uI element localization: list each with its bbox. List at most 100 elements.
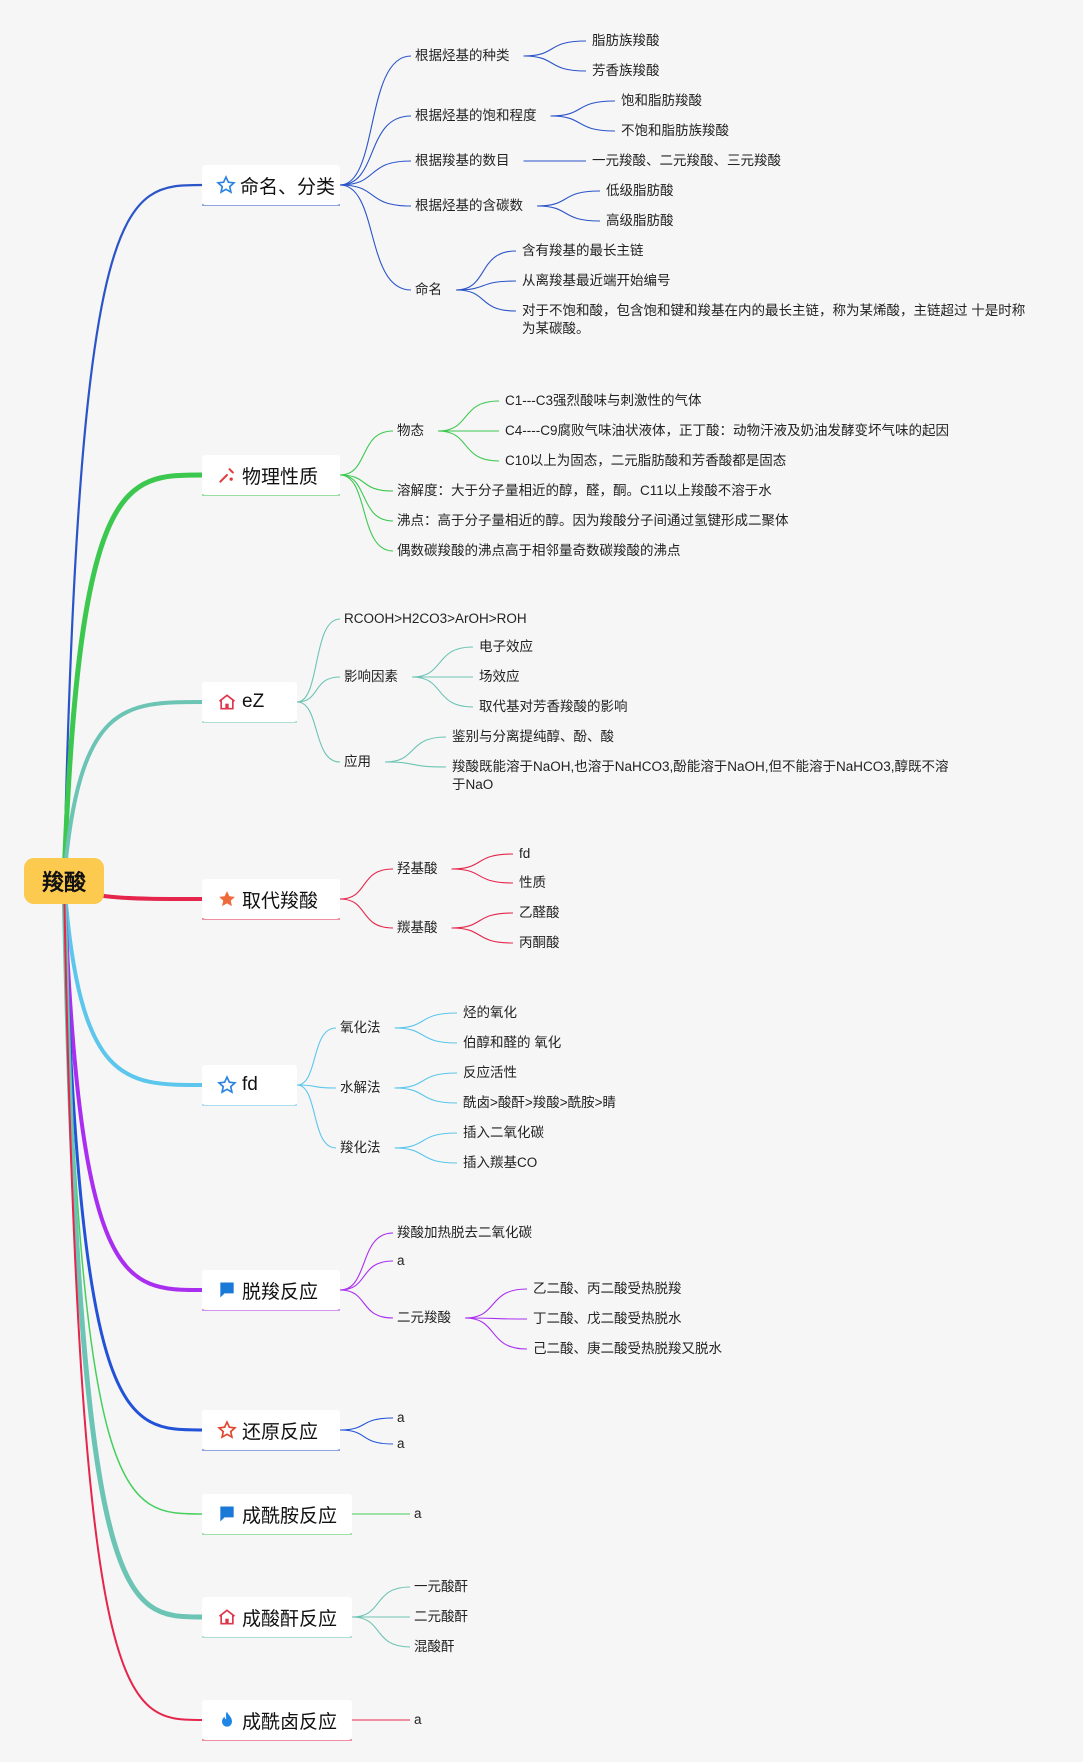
topic-node[interactable]: 从离羧基最近端开始编号 xyxy=(522,273,671,288)
topic-node[interactable]: 根据烃基的含碳数 xyxy=(415,198,523,213)
topic-node[interactable]: 乙醛酸 xyxy=(519,905,560,920)
flag-icon xyxy=(216,1503,238,1525)
topic-node[interactable]: 高级脂肪酸 xyxy=(606,213,674,228)
branch-label: 还原反应 xyxy=(242,1421,319,1443)
topic-node[interactable]: RCOOH>H2CO3>ArOH>ROH xyxy=(344,611,527,626)
topic-node[interactable]: 低级脂肪酸 xyxy=(606,183,674,198)
connector-line xyxy=(339,430,394,476)
tools-icon xyxy=(216,464,238,486)
branch-topic-b5[interactable]: fd xyxy=(202,1065,297,1105)
topic-node[interactable]: 氧化法 xyxy=(340,1020,381,1035)
topic-node[interactable]: 水解法 xyxy=(340,1080,381,1095)
topic-node[interactable]: 丙酮酸 xyxy=(519,935,560,950)
topic-node[interactable]: C10以上为固态，二元脂肪酸和芳香酸都是固态 xyxy=(505,453,787,468)
main-branch-connector xyxy=(62,879,203,1292)
topic-node[interactable]: 影响因素 xyxy=(344,669,398,684)
topic-node[interactable]: 羧酸既能溶于NaOH,也溶于NaHCO3,酚能溶于NaOH,但不能溶于NaHCO… xyxy=(452,759,949,792)
topic-node[interactable]: 二元羧酸 xyxy=(397,1310,451,1325)
topic-node[interactable]: a xyxy=(397,1410,405,1425)
topic-node[interactable]: 偶数碳羧酸的沸点高于相邻量奇数碳羧酸的沸点 xyxy=(397,543,681,558)
topic-node[interactable]: 溶解度：大于分子量相近的醇，醛，酮。C11以上羧酸不溶于水 xyxy=(397,483,772,498)
branch-topic-b8[interactable]: 成酰胺反应 xyxy=(202,1494,352,1534)
topic-node[interactable]: a xyxy=(397,1436,405,1451)
topic-node[interactable]: 性质 xyxy=(519,875,546,890)
topic-node[interactable]: 羧化法 xyxy=(340,1140,381,1155)
branch-label: 成酸酐反应 xyxy=(242,1608,338,1630)
connector-line xyxy=(437,400,500,432)
topic-node[interactable]: 酰卤>酸酐>羧酸>酰胺>睛 xyxy=(463,1095,617,1110)
topic-node[interactable]: 场效应 xyxy=(479,669,520,684)
topic-node[interactable]: 根据烃基的饱和程度 xyxy=(415,108,537,123)
connector-line xyxy=(394,1027,458,1044)
topic-node[interactable]: 一元羧酸、二元羧酸、三元羧酸 xyxy=(592,153,781,168)
connector-line xyxy=(394,1132,458,1149)
connector-line xyxy=(455,250,517,291)
topic-node[interactable]: 根据羧基的数目 xyxy=(415,153,510,168)
topic-node[interactable]: 丁二酸、戊二酸受热脱水 xyxy=(533,1311,682,1326)
connector-line xyxy=(464,1317,528,1350)
connector-line xyxy=(296,1027,337,1086)
branch-label: eZ xyxy=(242,691,265,712)
branch-topic-b9[interactable]: 成酸酐反应 xyxy=(202,1597,352,1637)
connector-line xyxy=(550,100,616,117)
topic-node[interactable]: 根据烃基的种类 xyxy=(415,48,510,63)
topic-node[interactable]: 对于不饱和酸，包含饱和键和羧基在内的最长主链，称为某烯酸，主链超过 十是时称为某… xyxy=(522,303,1026,336)
branch-topic-b7[interactable]: 还原反应 xyxy=(202,1410,340,1450)
connector-line xyxy=(339,1417,394,1431)
topic-node[interactable]: 反应活性 xyxy=(463,1065,517,1080)
connector-line xyxy=(296,618,341,703)
main-branch-connector xyxy=(62,879,203,1432)
connector-line xyxy=(339,1260,394,1291)
topic-node[interactable]: 沸点：高于分子量相近的醇。因为羧酸分子间通过氢键形成二聚体 xyxy=(397,513,789,528)
topic-node[interactable]: a xyxy=(414,1712,422,1727)
topic-node[interactable]: 插入羰基CO xyxy=(463,1155,538,1170)
topic-node[interactable]: 羟基酸 xyxy=(397,861,438,876)
topic-node[interactable]: 鉴别与分离提纯醇、酚、酸 xyxy=(452,729,614,744)
topic-node[interactable]: a xyxy=(397,1253,405,1268)
topic-node[interactable]: 电子效应 xyxy=(479,639,533,654)
topic-node[interactable]: 应用 xyxy=(344,754,371,769)
topic-node[interactable]: C1---C3强烈酸味与刺激性的气体 xyxy=(505,393,702,408)
topic-node[interactable]: 伯醇和醛的 氧化 xyxy=(463,1035,562,1050)
connector-line xyxy=(339,115,412,186)
topic-node[interactable]: a xyxy=(414,1506,422,1521)
root-topic[interactable]: 羧酸 xyxy=(24,858,104,904)
topic-node[interactable]: 乙二酸、丙二酸受热脱羧 xyxy=(533,1281,682,1296)
branch-topic-b2[interactable]: 物理性质 xyxy=(202,455,340,495)
topic-node[interactable]: fd xyxy=(519,846,531,861)
topic-node[interactable]: 羧酸加热脱去二氧化碳 xyxy=(397,1225,532,1240)
topic-node[interactable]: C4----C9腐败气味油状液体，正丁酸：动物汗液及奶油发酵变坏气味的起因 xyxy=(505,423,949,438)
topic-node[interactable]: 饱和脂肪羧酸 xyxy=(621,93,702,108)
topic-node[interactable]: 羰基酸 xyxy=(397,920,438,935)
branch-topic-b10[interactable]: 成酰卤反应 xyxy=(202,1700,352,1740)
topic-node[interactable]: 取代基对芳香羧酸的影响 xyxy=(479,699,628,714)
topic-node[interactable]: 插入二氧化碳 xyxy=(463,1125,544,1140)
flame-icon xyxy=(216,1709,238,1731)
topic-node[interactable]: 混酸酐 xyxy=(414,1639,455,1654)
home-icon xyxy=(216,691,238,713)
connector-line xyxy=(437,430,500,462)
topic-node[interactable]: 命名 xyxy=(415,282,442,297)
connector-line xyxy=(296,701,341,763)
topic-node[interactable]: 二元酸酐 xyxy=(414,1609,468,1624)
flag-icon xyxy=(216,1279,238,1301)
topic-node[interactable]: 己二酸、庚二酸受热脱羧又脱水 xyxy=(533,1341,722,1356)
branch-topic-b6[interactable]: 脱羧反应 xyxy=(202,1270,340,1310)
topic-node[interactable]: 物态 xyxy=(397,423,424,438)
branch-label: fd xyxy=(242,1074,258,1095)
topic-node[interactable]: 含有羧基的最长主链 xyxy=(522,243,644,258)
home-icon xyxy=(216,1606,238,1628)
branch-topic-b1[interactable]: 命名、分类 xyxy=(202,165,340,205)
connector-line xyxy=(523,40,587,57)
topic-node[interactable]: 芳香族羧酸 xyxy=(592,63,660,78)
topic-node[interactable]: 不饱和脂肪族羧酸 xyxy=(621,123,729,138)
topic-node[interactable]: 一元酸酐 xyxy=(414,1579,468,1594)
topic-node[interactable]: 烃的氧化 xyxy=(463,1005,517,1020)
main-branch-connector xyxy=(63,879,203,1721)
branch-topic-b4[interactable]: 取代羧酸 xyxy=(202,879,340,919)
branch-topic-b3[interactable]: eZ xyxy=(202,682,297,722)
branch-label: 取代羧酸 xyxy=(242,890,319,912)
connector-line xyxy=(296,676,341,703)
topic-node[interactable]: 脂肪族羧酸 xyxy=(592,33,660,48)
